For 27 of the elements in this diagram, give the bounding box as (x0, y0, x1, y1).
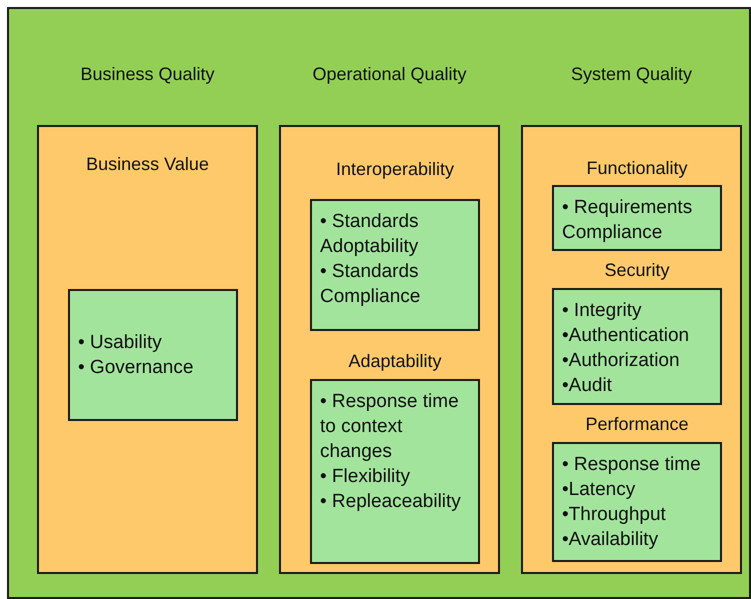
bullet-item: •Latency (562, 478, 636, 502)
bullet-item: •Availability (562, 528, 660, 552)
bullet-item: • Requirements Compliance (562, 196, 694, 245)
bullet-item: • Response time (562, 453, 702, 477)
bullet-item: •Throughput (562, 503, 667, 527)
box-heading: Performance (584, 414, 690, 435)
bullet-item: • Response time to context changes (320, 390, 460, 464)
background-panel (7, 7, 751, 599)
bullet-item: •Authorization (562, 349, 681, 373)
box-heading: Functionality (585, 158, 689, 179)
bullet-item: • Integrity (562, 299, 643, 323)
column-heading: Business Quality (79, 64, 216, 85)
bullet-item: •Audit (562, 374, 613, 398)
bullet-item: • Usability (78, 331, 163, 355)
bullet-item: • Repleaceability (320, 490, 462, 514)
bullet-item: • Flexibility (320, 465, 412, 489)
box-heading: Business Value (85, 154, 210, 175)
bullet-item: •Authentication (562, 324, 690, 348)
box-heading: Interoperability (334, 159, 456, 180)
column-heading: Operational Quality (311, 64, 468, 85)
attribute-box (68, 289, 238, 421)
bullet-item: • Governance (78, 356, 194, 380)
box-heading: Adaptability (347, 351, 443, 372)
box-heading: Security (603, 260, 671, 281)
column-heading: System Quality (570, 64, 694, 85)
bullet-item: • Standards Adoptability (320, 210, 420, 259)
bullet-item: • Standards Compliance (320, 260, 422, 309)
